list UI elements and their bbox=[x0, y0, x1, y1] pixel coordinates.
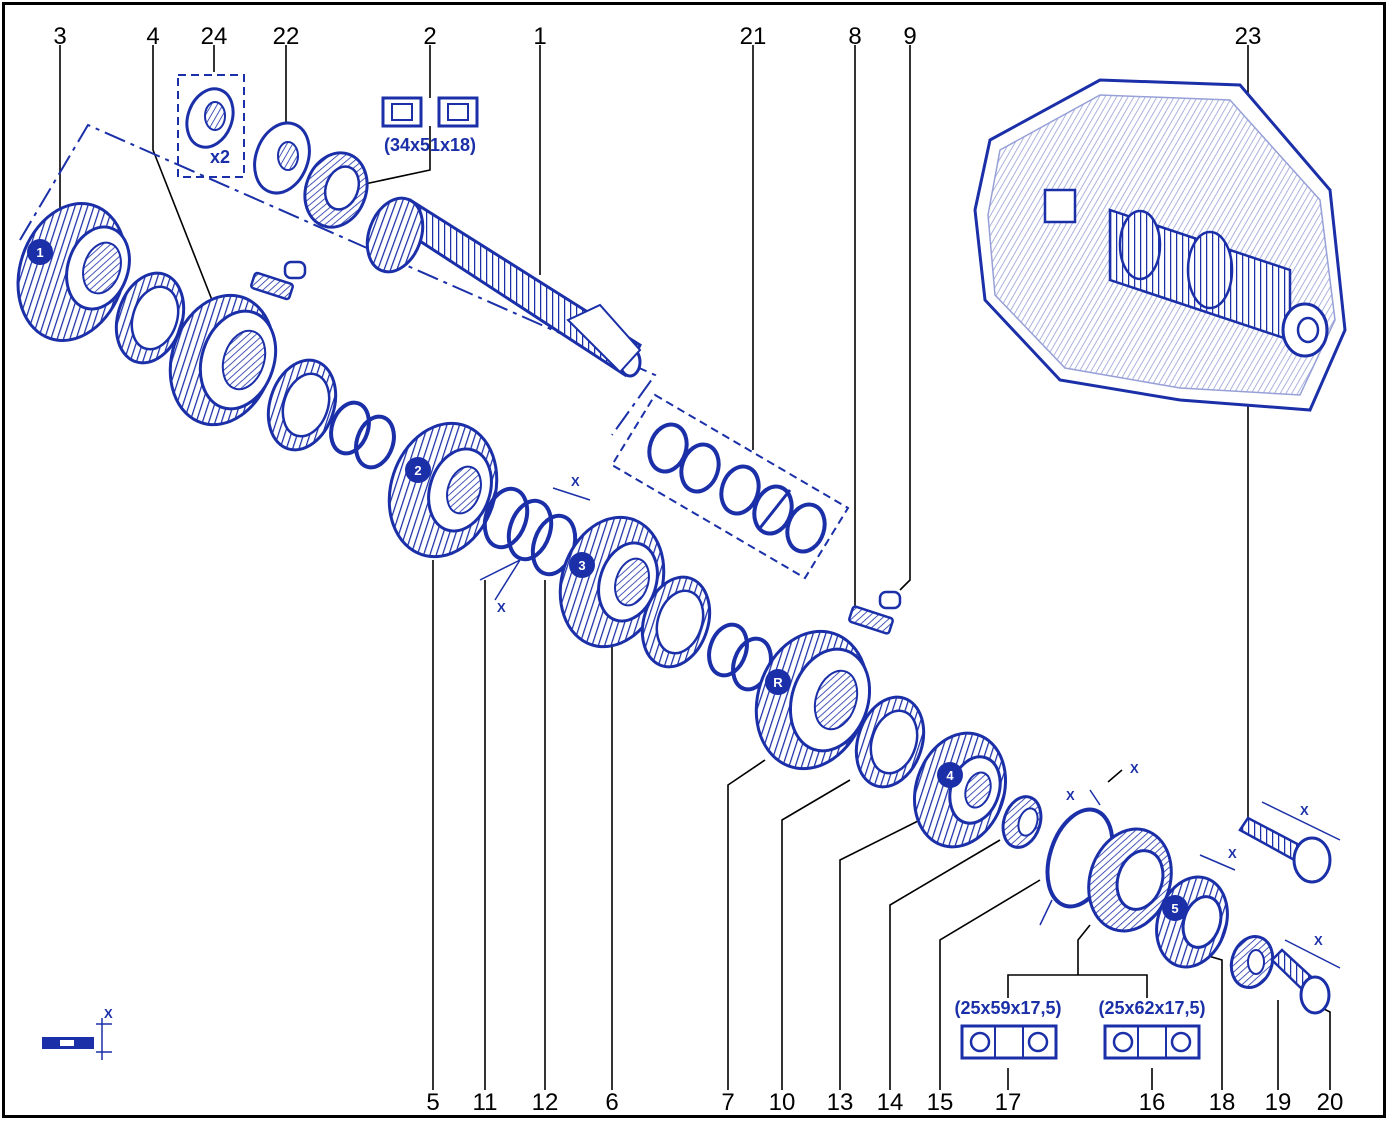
label-20: 20 bbox=[1317, 1089, 1344, 1116]
part-2-needle-bearing bbox=[303, 151, 369, 229]
label-21: 21 bbox=[740, 23, 767, 50]
label-3: 3 bbox=[53, 23, 66, 50]
gear-markers: 1 2 3 R 4 5 bbox=[27, 239, 1188, 921]
part-7-reverse-hub bbox=[754, 629, 872, 771]
label-17: 17 bbox=[995, 1089, 1022, 1116]
label-8: 8 bbox=[848, 23, 861, 50]
marker-gear-5: 5 bbox=[1171, 901, 1178, 916]
label-22: 22 bbox=[273, 23, 300, 50]
bearing-spec-17: (25x59x17,5) bbox=[954, 998, 1061, 1018]
label-11: 11 bbox=[473, 1089, 498, 1116]
marker-gear-2: 2 bbox=[414, 463, 421, 478]
snap-rings-a bbox=[329, 400, 396, 470]
label-19: 19 bbox=[1265, 1089, 1292, 1116]
part-24-detent-pins: x2 bbox=[177, 74, 245, 178]
label-15: 15 bbox=[927, 1089, 954, 1116]
dim-x-23: X bbox=[1300, 803, 1309, 818]
label-4: 4 bbox=[146, 23, 159, 50]
shift-keys-8-9 bbox=[848, 590, 902, 635]
dim-x-15: X bbox=[1066, 788, 1075, 803]
part-5-gear-2 bbox=[387, 421, 499, 559]
dim-x-20: X bbox=[1314, 933, 1323, 948]
marker-gear-3: 3 bbox=[578, 558, 585, 573]
part-19-washer bbox=[1229, 935, 1275, 989]
qty-24: x2 bbox=[210, 147, 230, 167]
part-22-plate bbox=[253, 121, 311, 195]
label-16: 16 bbox=[1139, 1089, 1166, 1116]
part-4-synchro-hub-12 bbox=[168, 293, 278, 427]
gearbox-assembly-illustration bbox=[973, 78, 1347, 412]
label-2: 2 bbox=[423, 23, 436, 50]
part-23-bolt: X bbox=[1238, 801, 1341, 884]
marker-gear-4: 4 bbox=[946, 768, 954, 783]
bottom-label-group: 5 11 12 6 7 10 13 14 15 17 16 18 19 20 bbox=[426, 1089, 1343, 1116]
top-label-group: 3 4 24 22 2 1 21 8 9 23 bbox=[53, 23, 1261, 50]
label-18: 18 bbox=[1209, 1089, 1236, 1116]
label-1: 1 bbox=[533, 23, 546, 50]
legend-dim-x: X bbox=[104, 1006, 113, 1021]
label-23: 23 bbox=[1235, 23, 1262, 50]
part-10-synchro-ring bbox=[854, 695, 926, 789]
label-12: 12 bbox=[532, 1089, 559, 1116]
marker-gear-r: R bbox=[773, 675, 783, 690]
bearing-spec-16: (25x62x17,5) bbox=[1098, 998, 1205, 1018]
synchro-ring-3 bbox=[640, 575, 712, 669]
label-6: 6 bbox=[605, 1089, 618, 1116]
part-6-gear-3 bbox=[558, 515, 666, 649]
alignment-path bbox=[19, 123, 657, 436]
label-14: 14 bbox=[877, 1089, 904, 1116]
part-21-shim-set bbox=[610, 393, 850, 580]
washers-11-12: X X bbox=[479, 474, 591, 615]
label-10: 10 bbox=[769, 1089, 796, 1116]
shift-keys-1 bbox=[250, 260, 307, 301]
part-20-bolt: X bbox=[1270, 933, 1341, 1015]
bearing-symbols-16-17: (25x59x17,5) (25x62x17,5) bbox=[954, 998, 1206, 1060]
dim-x-18: X bbox=[1228, 846, 1237, 861]
label-13: 13 bbox=[827, 1089, 854, 1116]
dim-x-12: X bbox=[571, 474, 580, 489]
label-7: 7 bbox=[721, 1089, 734, 1116]
dim-x-11: X bbox=[497, 600, 506, 615]
dim-x-15b: X bbox=[1130, 761, 1139, 776]
thickness-legend: X bbox=[42, 1006, 113, 1060]
part-1-input-shaft bbox=[365, 196, 642, 378]
part-16-17-ball-bearing bbox=[1087, 827, 1173, 933]
label-5: 5 bbox=[426, 1089, 439, 1116]
marker-gear-1: 1 bbox=[36, 245, 43, 260]
label-24: 24 bbox=[201, 23, 228, 50]
synchro-ring-1 bbox=[114, 271, 186, 365]
part-3-gear-1 bbox=[16, 202, 131, 342]
bearing-symbol-2: (34x51x18) bbox=[381, 96, 479, 155]
bearing-spec-top: (34x51x18) bbox=[384, 135, 476, 155]
synchro-ring-2 bbox=[266, 358, 338, 452]
part-14-spacer bbox=[1001, 795, 1043, 849]
label-9: 9 bbox=[903, 23, 916, 50]
